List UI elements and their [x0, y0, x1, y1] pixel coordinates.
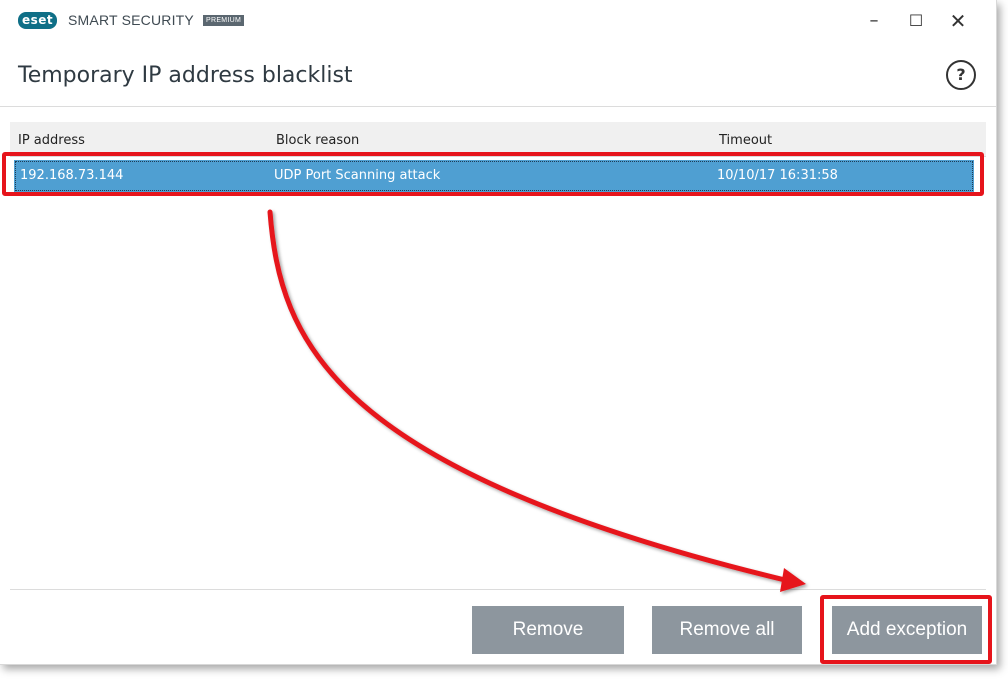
- page-title: Temporary IP address blacklist: [18, 63, 353, 88]
- remove-button[interactable]: Remove: [472, 606, 624, 654]
- edition-badge: PREMIUM: [203, 15, 245, 26]
- product-name: SMART SECURITY: [68, 12, 194, 28]
- row-highlight-box: [2, 152, 984, 196]
- title-divider: [0, 106, 996, 107]
- close-icon[interactable]: ✕: [949, 9, 967, 33]
- footer-divider: [10, 589, 986, 590]
- cell-ip-address: 192.168.73.144: [20, 168, 124, 183]
- table-header: IP address Block reason Timeout: [10, 122, 986, 157]
- add-exception-button[interactable]: Add exception: [832, 606, 982, 654]
- column-header-ip-address[interactable]: IP address: [18, 133, 85, 148]
- button-highlight-box: [820, 595, 992, 664]
- column-header-timeout[interactable]: Timeout: [719, 133, 773, 148]
- eset-logo: eset: [18, 12, 58, 29]
- cell-block-reason: UDP Port Scanning attack: [274, 168, 441, 183]
- cell-timeout: 10/10/17 16:31:58: [717, 168, 838, 183]
- title-bar: eset SMART SECURITY PREMIUM – ☐ ✕: [0, 0, 996, 44]
- app-window: eset SMART SECURITY PREMIUM – ☐ ✕ Tempor…: [0, 0, 997, 665]
- minimize-icon[interactable]: –: [869, 10, 879, 31]
- table-row[interactable]: 192.168.73.144 UDP Port Scanning attack …: [14, 160, 974, 192]
- maximize-icon[interactable]: ☐: [908, 11, 924, 30]
- help-icon[interactable]: ?: [946, 60, 976, 90]
- column-header-block-reason[interactable]: Block reason: [276, 133, 360, 148]
- remove-all-button[interactable]: Remove all: [652, 606, 802, 654]
